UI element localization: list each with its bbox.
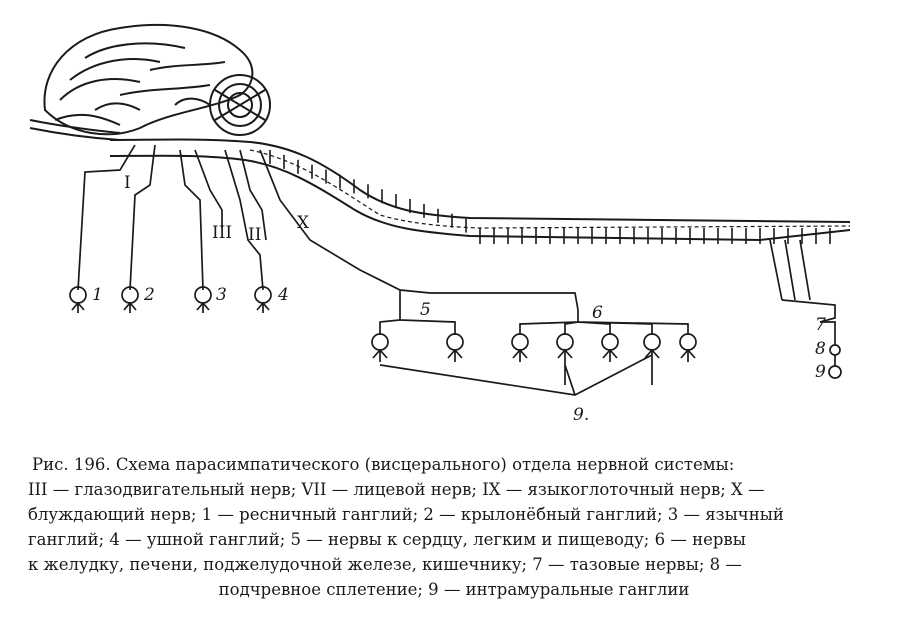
nerve-label-II: II — [248, 225, 261, 245]
pelvic-nerves — [769, 239, 842, 379]
parasympathetic-diagram: I III II X 1 2 3 4 5 6 7 8 9 9. — [29, 23, 851, 425]
brain-illustration — [29, 23, 271, 141]
caption-line: к желудку, печени, поджелудочной железе,… — [28, 555, 742, 574]
nerve-label-III: III — [212, 223, 232, 243]
label-9-pelvic: 9 — [815, 362, 826, 382]
caption-title: Рис. 196. Схема парасимпатического (висц… — [32, 455, 735, 474]
label-2: 2 — [143, 285, 155, 305]
caption-line: подчревное сплетение; 9 — интрамуральные… — [218, 580, 690, 599]
spinal-cord — [109, 138, 851, 242]
label-9-organs: 9. — [573, 405, 589, 425]
head-ganglia — [69, 286, 272, 313]
label-6: 6 — [592, 303, 603, 323]
label-3: 3 — [216, 285, 227, 305]
spinal-root-ticks — [269, 150, 831, 244]
label-5: 5 — [420, 300, 431, 320]
cranial-nerves — [77, 144, 579, 311]
organ-ganglia — [371, 333, 697, 385]
caption-line: III — глазодвигательный нерв; VII — лице… — [28, 480, 765, 499]
label-4: 4 — [277, 285, 289, 305]
caption-line: блуждающий нерв; 1 — ресничный ганглий; … — [28, 505, 784, 524]
label-8: 8 — [815, 339, 826, 359]
figure-caption: Рис. 196. Схема парасимпатического (висц… — [28, 452, 880, 602]
label-7: 7 — [815, 315, 826, 335]
label-1: 1 — [92, 285, 103, 305]
nerve-label-X: X — [297, 213, 310, 233]
nerve-label-I: I — [124, 173, 131, 193]
caption-line: ганглий; 4 — ушной ганглий; 5 — нервы к … — [28, 530, 746, 549]
vagus-branches — [379, 310, 689, 396]
